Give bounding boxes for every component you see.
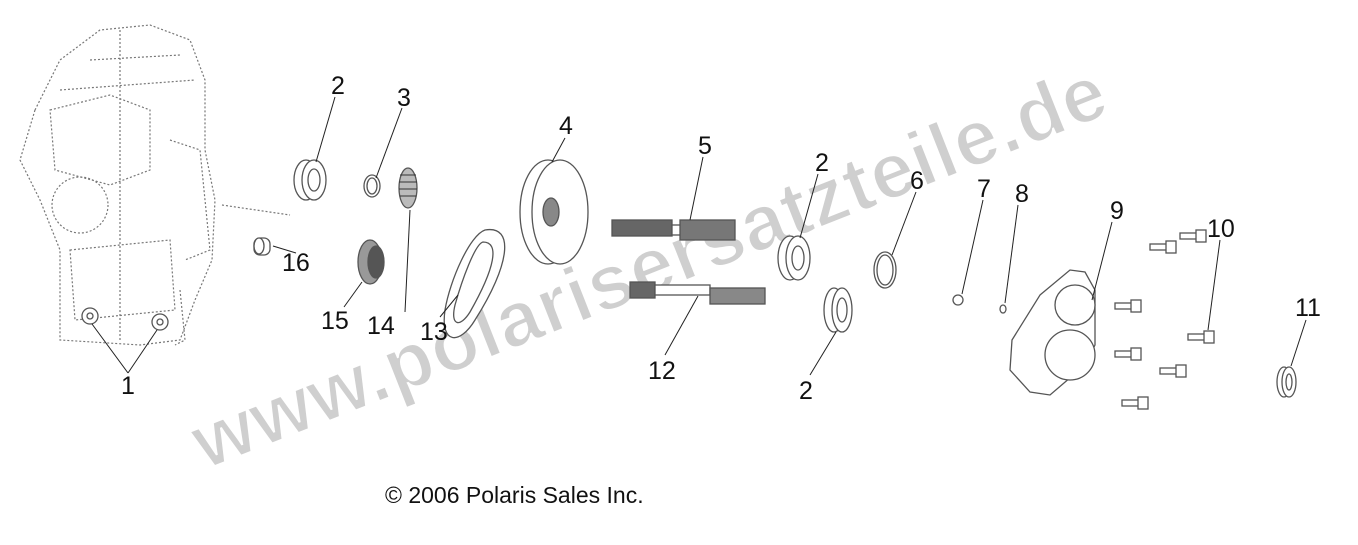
callout-2: 2 (815, 149, 829, 177)
gear-14 (398, 167, 418, 209)
callout-2: 2 (331, 72, 345, 100)
axis-line (221, 204, 291, 216)
axis-line (174, 289, 186, 346)
washer-8 (999, 304, 1007, 314)
chain-13 (443, 229, 506, 339)
callout-7: 7 (977, 175, 991, 203)
callout-4: 4 (559, 112, 573, 140)
callout-11: 11 (1295, 294, 1321, 322)
nut-1b (151, 313, 169, 331)
copyright-notice: © 2006 Polaris Sales Inc. (385, 482, 644, 508)
ring-3 (363, 174, 381, 198)
callout-13: 13 (420, 318, 448, 346)
callout-8: 8 (1015, 180, 1029, 208)
watermark: www.polarisersatzteile.de (178, 46, 1119, 486)
callout-12: 12 (648, 357, 676, 385)
bearing-2c (823, 287, 853, 333)
ring-6 (873, 251, 897, 289)
callouts: 1 2 3 4 5 2 6 7 8 9 10 11 12 2 13 14 15 … (121, 72, 1321, 405)
gear-15 (357, 239, 385, 285)
bearing-2a (293, 159, 327, 201)
shaft-12 (629, 281, 766, 305)
callout-3: 3 (397, 84, 411, 112)
callout-2: 2 (799, 377, 813, 405)
callout-5: 5 (698, 132, 712, 160)
shaft-5 (611, 219, 736, 241)
cover-9 (1009, 269, 1096, 396)
callout-1: 1 (121, 372, 135, 400)
callout-14: 14 (367, 312, 395, 340)
seal-11 (1276, 366, 1297, 398)
callout-10: 10 (1207, 215, 1235, 243)
callout-9: 9 (1110, 197, 1124, 225)
bearing-2b (777, 235, 811, 281)
sprocket-4 (519, 159, 589, 265)
callout-16: 16 (282, 249, 310, 277)
bolts-10 (1114, 229, 1215, 410)
nut-7 (952, 294, 964, 306)
callout-15: 15 (321, 307, 349, 335)
leader-lines (91, 96, 1307, 376)
transmission-housing (19, 24, 216, 346)
callout-6: 6 (910, 167, 924, 195)
bushing-16 (253, 237, 271, 256)
nut-1 (81, 307, 99, 325)
